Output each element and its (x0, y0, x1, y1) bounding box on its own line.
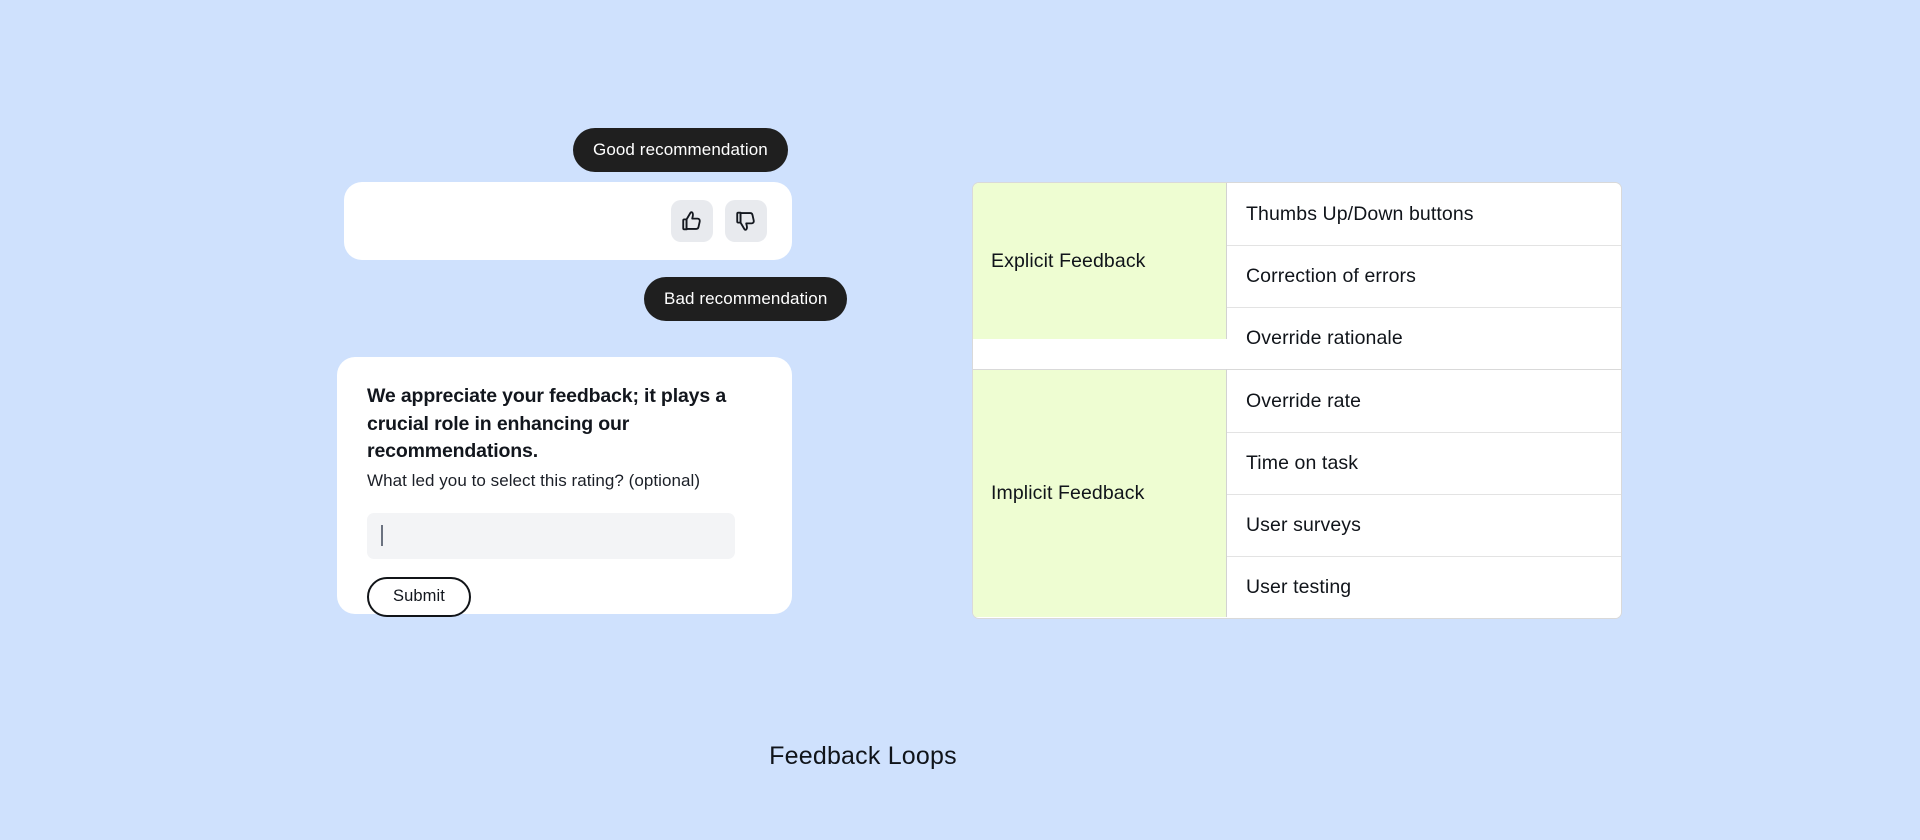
figure-caption: Feedback Loops (0, 742, 1920, 771)
table-group-implicit: Implicit Feedback Override rate Time on … (973, 369, 1621, 618)
table-group-explicit: Explicit Feedback Thumbs Up/Down buttons… (973, 183, 1621, 369)
text-cursor (381, 525, 383, 547)
tooltip-good-recommendation: Good recommendation (573, 128, 788, 172)
table-row: User surveys (1227, 494, 1621, 556)
table-row: Override rationale (1227, 307, 1621, 369)
figure-caption-text: Feedback Loops (769, 742, 957, 770)
table-row: Correction of errors (1227, 245, 1621, 307)
feedback-text-input[interactable] (367, 512, 735, 559)
tooltip-bad-recommendation: Bad recommendation (644, 277, 848, 321)
thumbs-down-icon (733, 208, 759, 234)
thumbs-up-button[interactable] (671, 200, 713, 242)
feedback-question: What led you to select this rating? (opt… (367, 471, 701, 491)
thumbs-up-icon (679, 208, 705, 234)
feedback-types-table: Explicit Feedback Thumbs Up/Down buttons… (972, 182, 1622, 619)
table-category-implicit: Implicit Feedback (973, 369, 1227, 617)
thumb-button-group (671, 200, 767, 242)
table-items-implicit: Override rate Time on task User surveys … (1227, 369, 1621, 618)
table-row: Thumbs Up/Down buttons (1227, 183, 1621, 245)
rating-card (344, 182, 792, 260)
thumbs-down-button[interactable] (725, 200, 767, 242)
feedback-form-card: We appreciate your feedback; it plays a … (337, 357, 792, 617)
table-items-explicit: Thumbs Up/Down buttons Correction of err… (1227, 183, 1621, 369)
table-row: Override rate (1227, 370, 1621, 432)
feedback-heading: We appreciate your feedback; it plays a … (367, 385, 727, 463)
table-category-explicit: Explicit Feedback (973, 183, 1227, 339)
table-row: User testing (1227, 556, 1621, 618)
submit-button[interactable]: Submit (367, 576, 471, 617)
table-row: Time on task (1227, 432, 1621, 494)
